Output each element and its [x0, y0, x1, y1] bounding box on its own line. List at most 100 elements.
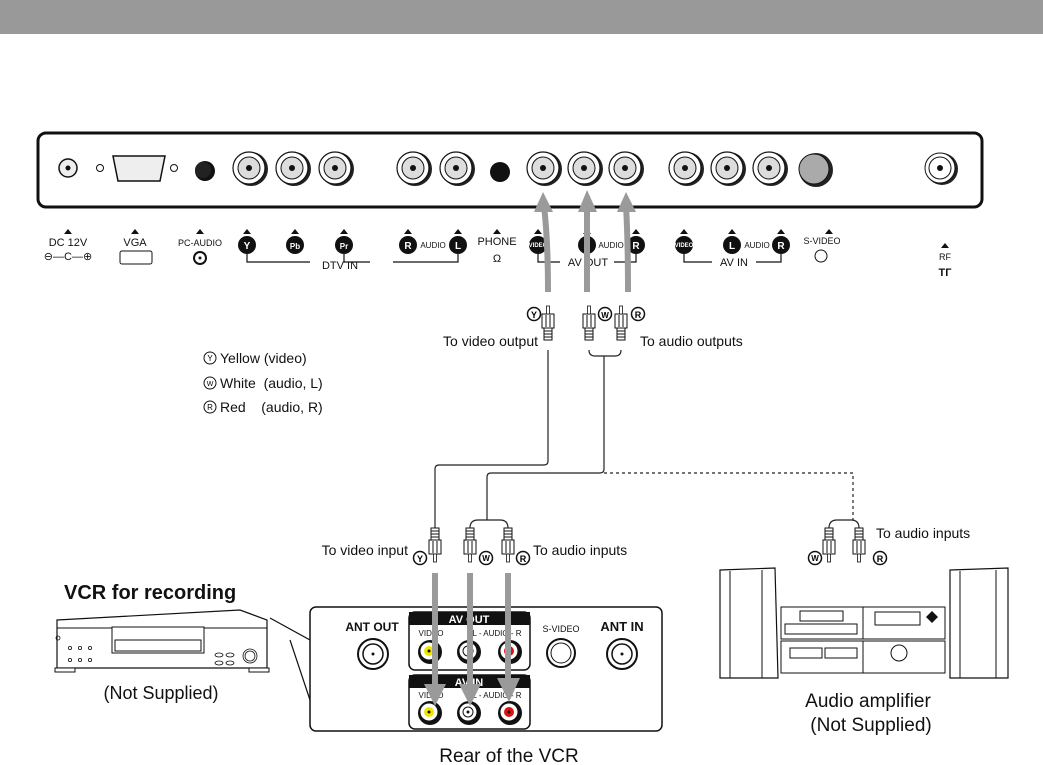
to-video-input-label: To video input — [322, 542, 409, 558]
svg-text:R: R — [635, 310, 642, 320]
av-out-video-jack — [418, 640, 442, 664]
amplifier-caption-line2: (Not Supplied) — [810, 715, 931, 736]
dtv-in-label: DTV IN — [322, 260, 358, 272]
avout-arrows — [541, 205, 631, 293]
left-speaker — [719, 567, 779, 679]
amp-cable-plugs: W R To audio inputs — [807, 525, 970, 566]
vcr-plug-y-badge: Y — [412, 550, 428, 566]
svg-text:R: R — [877, 554, 884, 564]
port-labels: DC 12V ⊖—C—⊕ VGA PC-AUDIO Y Pb Pr DTV IN… — [44, 229, 952, 279]
vcr-cable-plugs: Y W R To video input To audio inputs — [322, 527, 627, 566]
svg-text:L: L — [729, 241, 735, 252]
plug-w-badge: W — [597, 306, 613, 322]
vcr-rear-panel: ANT OUT AV OUT VIDEO L - AUDIO - R AV IN… — [309, 606, 663, 765]
avin-r-badge: R — [772, 236, 790, 254]
ant-in-jack — [606, 638, 638, 670]
svg-text:W: W — [811, 554, 819, 563]
s-video-rear-label: S-VIDEO — [542, 624, 579, 634]
amplifier-caption-line1: Audio amplifier — [805, 691, 931, 712]
s-video-rear-jack — [546, 638, 576, 668]
av-in-audio-label: L - AUDIO - R — [472, 691, 521, 700]
phone-jack — [490, 162, 510, 182]
plug-y-badge: Y — [526, 306, 542, 322]
avin-audio-label: AUDIO — [744, 241, 769, 250]
audio-l-badge: L — [449, 236, 467, 254]
avin-l-badge: L — [723, 236, 741, 254]
cable-lines — [434, 349, 860, 529]
avin-video-badge: VIDEO — [675, 236, 694, 254]
s-video-jack — [798, 153, 833, 187]
vga-port — [96, 155, 178, 182]
headphone-icon: Ω — [493, 253, 501, 265]
header-bar — [0, 0, 1043, 34]
svg-text:W: W — [207, 381, 214, 388]
svg-text:R: R — [777, 241, 785, 252]
ant-out-label: ANT OUT — [345, 620, 399, 634]
svg-text:R: R — [520, 554, 527, 564]
pc-audio-label: PC-AUDIO — [178, 238, 222, 248]
avin-arrows — [424, 573, 520, 706]
top-cable-plugs: Y W R To video output To audio outputs — [443, 306, 743, 349]
vcr-title: VCR for recording — [64, 582, 236, 604]
legend-white: W White (audio, L) — [203, 375, 323, 391]
svg-text:W: W — [601, 311, 609, 320]
vcr-not-supplied: (Not Supplied) — [103, 683, 218, 703]
rear-of-vcr-caption: Rear of the VCR — [439, 746, 578, 765]
svg-text:Y: Y — [207, 354, 213, 363]
av-in-audio-l-jack — [457, 701, 481, 725]
dc-polarity-symbol: ⊖—C—⊕ — [44, 251, 92, 263]
rf-label: RF — [939, 252, 951, 262]
s-video-label: S-VIDEO — [803, 236, 840, 246]
dtv-pr-badge: Pr — [335, 236, 353, 254]
svg-text:Y: Y — [531, 310, 537, 320]
arrow-head-r-out — [617, 192, 636, 212]
avout-video-badge: VIDEO — [529, 236, 548, 254]
vga-label: VGA — [123, 237, 147, 249]
audio-label: AUDIO — [420, 241, 445, 250]
svg-text:White (audio, L): White (audio, L) — [220, 375, 323, 391]
phone-label: PHONE — [477, 236, 516, 248]
av-in-video-jack — [418, 701, 442, 725]
svg-text:Pr: Pr — [340, 242, 348, 251]
stereo-unit — [780, 606, 946, 674]
plug-r-badge: R — [630, 306, 646, 322]
svg-text:Pb: Pb — [290, 242, 300, 251]
dc12v-jack — [58, 158, 78, 178]
legend-yellow: Y Yellow (video) — [203, 350, 307, 366]
rf-antenna-icon: ТГ — [939, 267, 953, 279]
audio-r-badge: R — [399, 236, 417, 254]
ant-out-jack — [357, 638, 389, 670]
avout-audio-label: AUDIO — [598, 241, 623, 250]
ant-in-label: ANT IN — [600, 619, 643, 634]
svg-text:L: L — [455, 241, 461, 252]
vcr-front: VCR for recording (Not Supplied) — [54, 582, 311, 703]
amp-plug-r-badge: R — [872, 550, 888, 566]
svg-text:Yellow (video): Yellow (video) — [220, 350, 307, 366]
tv-rear-panel — [36, 131, 984, 209]
svg-text:W: W — [482, 554, 490, 563]
avout-r-badge: R — [627, 236, 645, 254]
arrow-head-video-out — [534, 192, 553, 212]
to-audio-inputs-amp-label: To audio inputs — [876, 525, 970, 541]
to-audio-inputs-vcr-label: To audio inputs — [533, 542, 627, 558]
svg-text:VIDEO: VIDEO — [675, 243, 694, 249]
pc-audio-icon — [193, 251, 207, 265]
to-video-output-label: To video output — [443, 333, 538, 349]
dtv-pb-badge: Pb — [286, 236, 304, 254]
s-video-icon — [814, 249, 828, 263]
audio-amplifier: Audio amplifier (Not Supplied) — [719, 567, 1009, 736]
vga-icon — [119, 250, 153, 265]
svg-text:Red (audio, R): Red (audio, R) — [220, 399, 323, 415]
av-out-audio-label: L - AUDIO - R — [472, 629, 521, 638]
right-speaker — [949, 567, 1009, 679]
svg-text:R: R — [404, 241, 412, 252]
to-audio-outputs-label: To audio outputs — [640, 333, 743, 349]
av-out-video-label: VIDEO — [419, 629, 444, 638]
amp-plug-w-badge: W — [807, 550, 823, 566]
svg-text:R: R — [632, 241, 640, 252]
dc12v-label: DC 12V — [49, 237, 88, 249]
av-in-audio-r-jack — [498, 701, 522, 725]
